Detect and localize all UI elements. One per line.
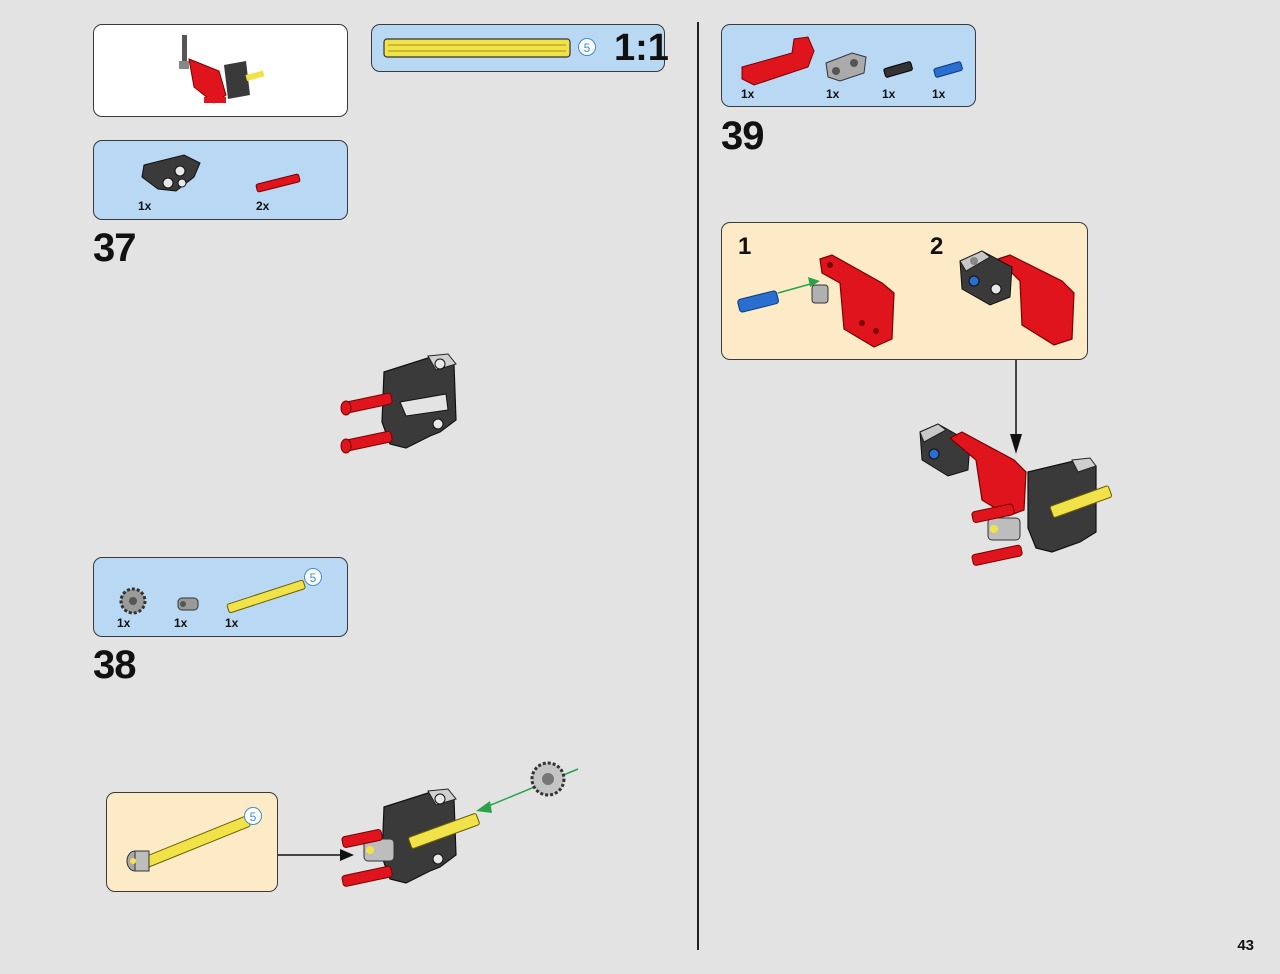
black-connector-icon [141,154,201,192]
black-pin-icon [883,61,913,78]
step-37-parts-box: 1x 2x [93,140,348,220]
page-number: 43 [1237,937,1254,954]
previous-assembly-icon [179,35,265,104]
step-39-part-2-qty: 1x [826,87,840,101]
previous-result-box [93,24,348,117]
step-37-assembly-icon [340,353,457,454]
grey-connector-icon [825,52,867,82]
step-38-parts-box: 1x 1x 5 1x [93,557,348,637]
step-38-part-1-qty: 1x [117,616,131,630]
yellow-axle-scale-icon [383,38,571,58]
substep-1-illustration-icon [737,254,895,348]
step-39-part-3-qty: 1x [882,87,896,101]
substep-2-illustration-icon [959,250,1075,346]
step-38-subassembly-length-badge: 5 [244,807,262,825]
step-39-number: 39 [721,114,764,158]
step-38-part-2-qty: 1x [174,616,188,630]
red-pin-icon [255,173,301,193]
step-39-part-4-qty: 1x [932,87,946,101]
step-39-subassembly-box: 1 2 [721,222,1088,360]
step-39-parts-box: 1x 1x 1x 1x [721,24,976,107]
step-38-assembly-icon [341,761,579,887]
blue-pin-icon [933,61,963,78]
gear-icon [119,587,147,615]
scale-length-badge: 5 [578,38,596,56]
step-39-assembly-icon [919,423,1113,566]
substep-1-number: 1 [738,233,752,260]
scale-ruler-box: 5 1:1 [371,24,669,72]
step-37-number: 37 [93,226,136,270]
step-38-number: 38 [93,643,136,687]
yellow-axle-icon [226,579,306,614]
axle-with-bush-icon [126,815,251,872]
step-37-part-1-qty: 1x [138,199,152,213]
step-39-arrow-icon [1010,360,1022,454]
red-beam-icon [741,36,815,86]
scale-label: 1:1 [614,27,669,69]
substep-2-number: 2 [930,233,944,260]
step-39-part-1-qty: 1x [741,87,755,101]
step-38-subassembly-box: 5 [106,792,278,892]
page-divider [697,22,699,950]
step-37-part-2-qty: 2x [256,199,270,213]
bush-icon [177,597,199,611]
step-38-axle-length-badge: 5 [304,568,322,586]
step-38-part-3-qty: 1x [225,616,239,630]
subassembly-arrow-icon [278,849,354,861]
